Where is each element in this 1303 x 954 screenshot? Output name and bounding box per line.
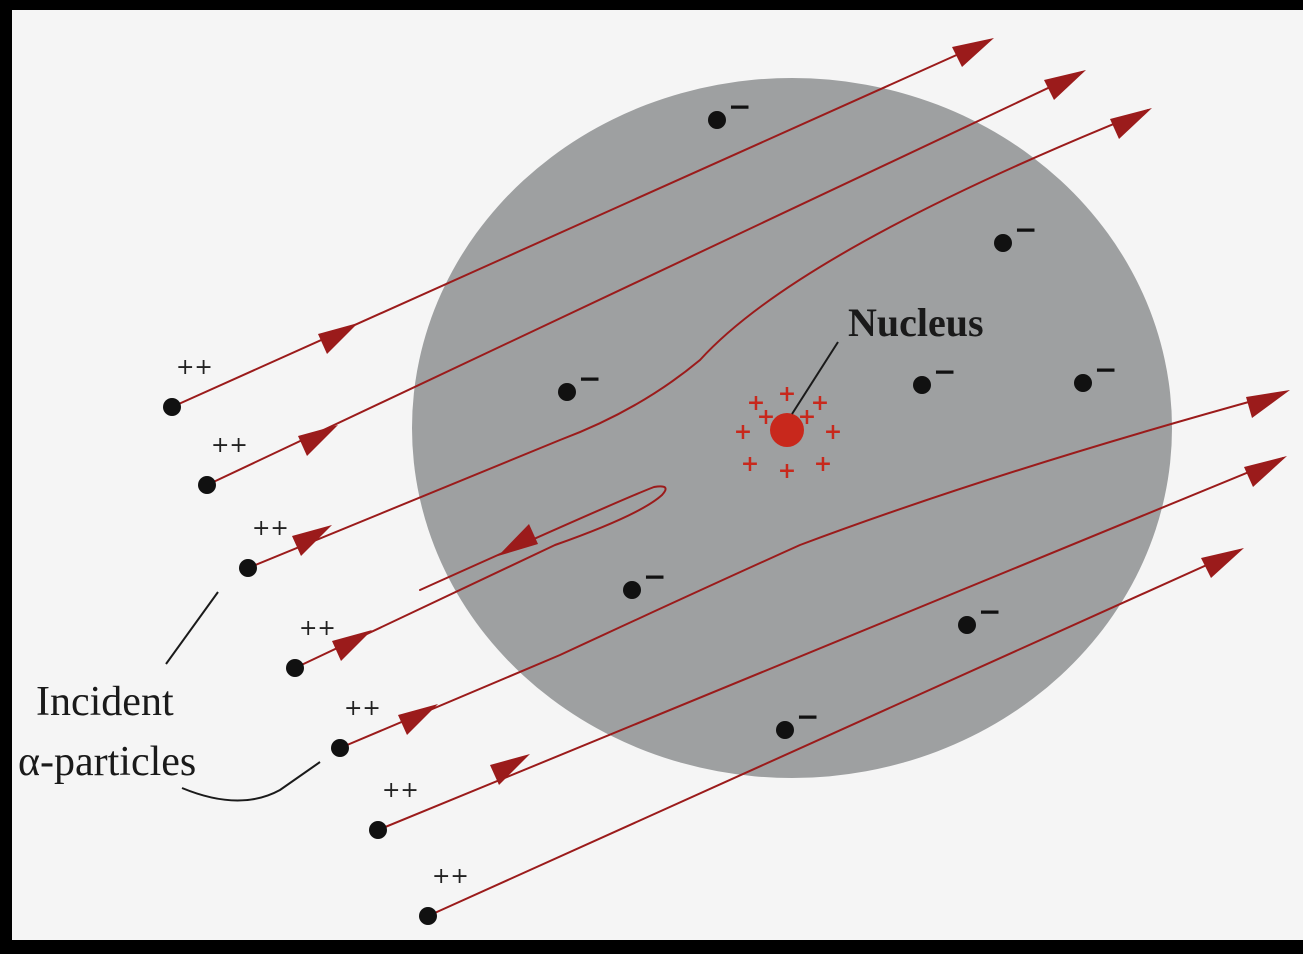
- alpha-particle-dot: [286, 659, 304, 677]
- electron-dot: [776, 721, 794, 739]
- nucleus-charges: ++++++++++: [734, 381, 842, 484]
- alpha-particle-dot: [419, 907, 437, 925]
- alpha-charge-label: ++: [299, 616, 336, 641]
- nucleus-label: Nucleus: [848, 300, 984, 345]
- arrow-end-5: [1246, 390, 1290, 418]
- electron: −: [708, 90, 751, 129]
- alpha-particle: ++: [163, 355, 213, 416]
- electron: −: [558, 362, 601, 401]
- alpha-particle-dot: [163, 398, 181, 416]
- electron-dot: [708, 111, 726, 129]
- alpha-particle-dot: [369, 821, 387, 839]
- arrow-mid-6: [490, 754, 530, 785]
- nucleus-plus-sign: +: [814, 451, 832, 477]
- alpha-charge-label: ++: [211, 433, 248, 458]
- electron-charge-label: −: [978, 595, 1001, 628]
- incident-label-group: Incident α-particles: [18, 591, 321, 802]
- arrow-mid-4: [332, 630, 372, 661]
- electron-charge-label: −: [1094, 353, 1117, 386]
- alpha-particle-dot: [331, 739, 349, 757]
- electron: −: [913, 355, 956, 394]
- nucleus-plus-sign: +: [778, 381, 796, 407]
- nucleus-plus-sign: +: [778, 458, 796, 484]
- nucleus-group: ++++++++++ Nucleus: [734, 300, 984, 484]
- electron-dot: [1074, 374, 1092, 392]
- arrow-mid-2: [298, 425, 338, 456]
- alpha-charge-label: ++: [176, 355, 213, 380]
- electron-dot: [958, 616, 976, 634]
- electron: −: [776, 700, 819, 739]
- alpha-particle-dot: [198, 476, 216, 494]
- alpha-particle: ++: [239, 516, 289, 577]
- trajectory-3: [247, 109, 1149, 569]
- electron: −: [623, 560, 666, 599]
- electron-dot: [994, 234, 1012, 252]
- arrow-mid-back: [498, 524, 538, 556]
- alpha-particle-dot: [239, 559, 257, 577]
- nucleus-plus-sign: +: [741, 451, 759, 477]
- alpha-trajectories: [171, 39, 1286, 917]
- incident-leader-curve: [181, 761, 321, 802]
- trajectory-4-backscatter: [294, 485, 667, 669]
- arrow-end-6: [1244, 456, 1287, 487]
- arrowheads: [292, 38, 1290, 785]
- nucleus-plus-sign: +: [734, 419, 752, 445]
- arrow-end-2: [1044, 70, 1086, 100]
- electron-charge-label: −: [796, 700, 819, 733]
- alpha-charge-label: ++: [252, 516, 289, 541]
- trajectory-6: [377, 457, 1284, 831]
- nucleus-plus-sign: +: [757, 404, 775, 430]
- alpha-charge-label: ++: [432, 864, 469, 889]
- arrow-mid-5: [398, 704, 438, 735]
- arrow-mid-1: [318, 323, 358, 354]
- arrow-mid-3: [292, 525, 332, 556]
- nucleus: [770, 413, 804, 447]
- electron: −: [958, 595, 1001, 634]
- alpha-particle: ++: [419, 864, 469, 925]
- electron-dot: [558, 383, 576, 401]
- electron-charge-label: −: [933, 355, 956, 388]
- alpha-particle: ++: [369, 778, 419, 839]
- incident-label-line2: α-particles: [18, 739, 196, 785]
- arrow-end-3: [1110, 108, 1152, 139]
- electron-dot: [623, 581, 641, 599]
- incident-leader-line: [165, 591, 219, 665]
- electron-charge-label: −: [578, 362, 601, 395]
- electron-charge-label: −: [643, 560, 666, 593]
- electron-dot: [913, 376, 931, 394]
- arrow-end-1: [952, 38, 994, 67]
- alpha-particles: ++ ++ ++ ++ ++ ++ ++: [163, 355, 469, 925]
- electron-charge-label: −: [1014, 213, 1037, 246]
- electron-charge-label: −: [728, 90, 751, 123]
- arrow-end-7: [1201, 548, 1244, 578]
- trajectory-5: [339, 391, 1286, 749]
- alpha-particle: ++: [331, 696, 381, 757]
- alpha-charge-label: ++: [382, 778, 419, 803]
- trajectory-1: [171, 39, 991, 408]
- nucleus-plus-sign: +: [747, 390, 765, 416]
- electron: −: [1074, 353, 1117, 392]
- alpha-charge-label: ++: [344, 696, 381, 721]
- incident-label-line1: Incident: [36, 679, 174, 725]
- nucleus-plus-sign: +: [798, 404, 816, 430]
- electron: −: [994, 213, 1037, 252]
- nucleus-plus-sign: +: [811, 390, 829, 416]
- alpha-particle: ++: [286, 616, 336, 677]
- electrons: − − − − − − − −: [558, 90, 1117, 739]
- trajectory-2: [206, 71, 1083, 486]
- alpha-particle: ++: [198, 433, 248, 494]
- nucleus-leader-line: [791, 341, 839, 415]
- trajectory-7: [427, 549, 1241, 917]
- nucleus-plus-sign: +: [824, 419, 842, 445]
